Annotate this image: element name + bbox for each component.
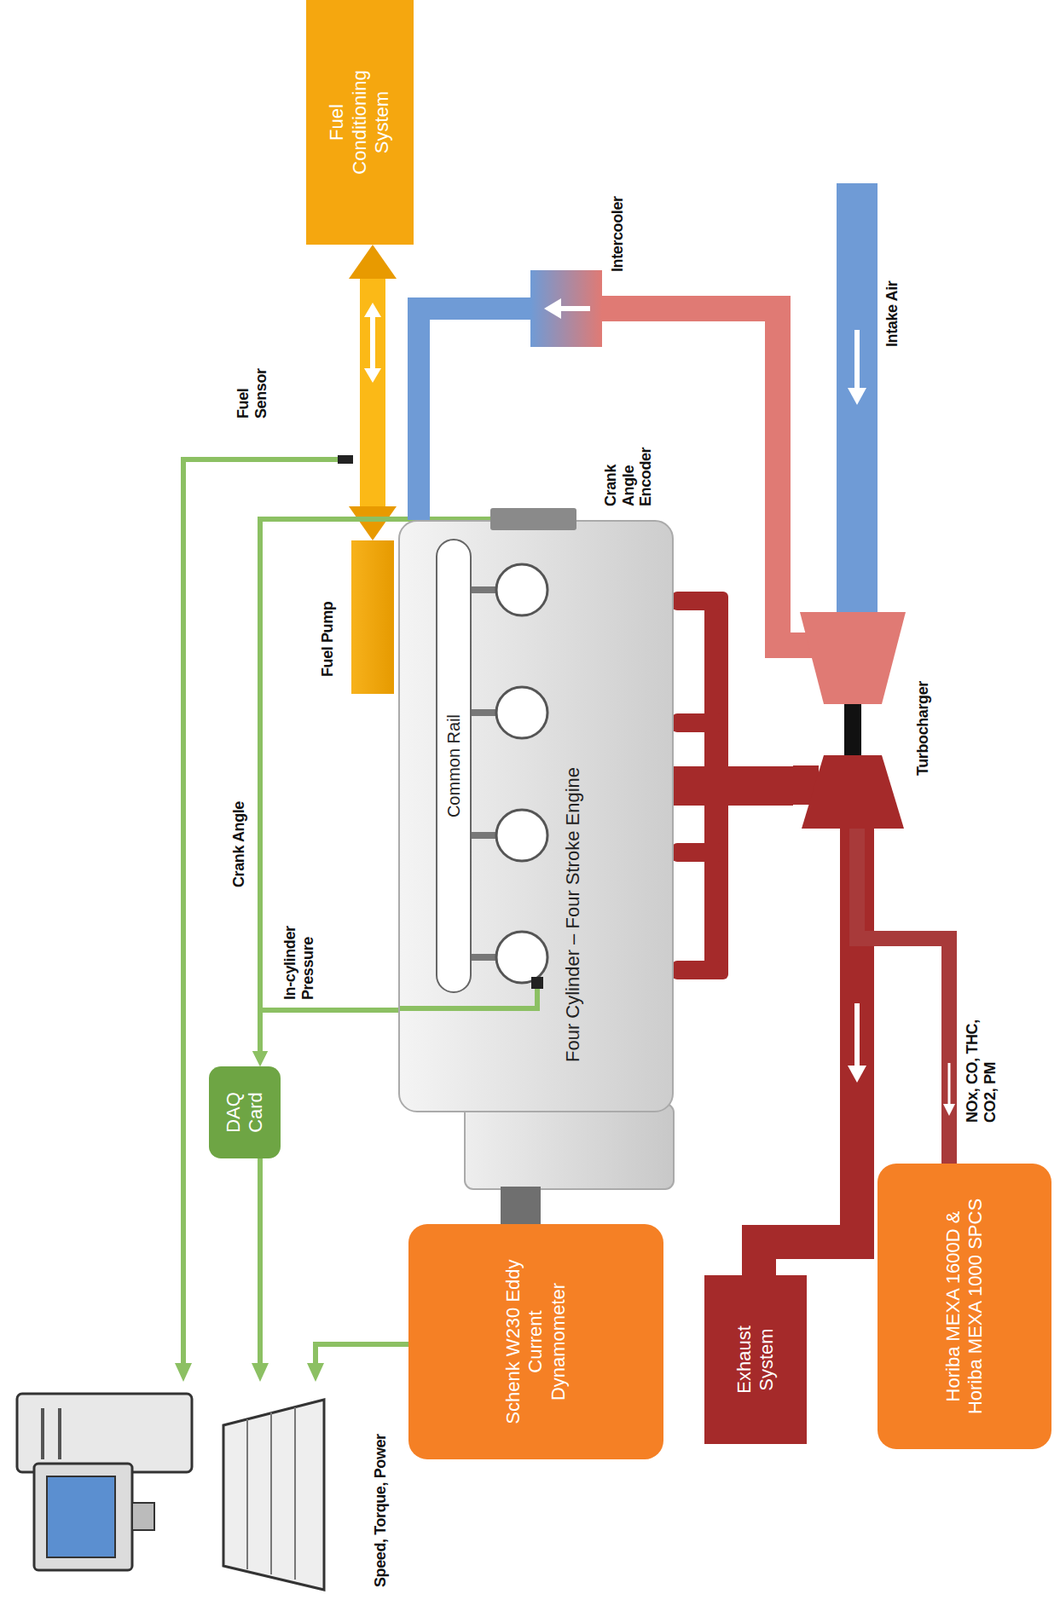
edge-label: Crank Angle [230,801,249,888]
intake-flow-arrow [854,330,860,390]
keyboard-keys [247,1407,296,1581]
daq-wire [257,1158,263,1366]
figure-part [469,954,498,962]
node-text: Four Cylinder – Four Stroke Engine [561,735,585,1095]
fuel-flow-arrow [370,317,376,369]
figure-part [469,586,498,962]
figure-part [844,704,862,756]
exhaust-system-box: Exhaust System [704,1275,807,1445]
fuel-sensor [337,455,354,464]
emission-analyser-box: Horiba MEXA 1600D & Horiba MEXA 1000 SPC… [877,1164,1052,1450]
sample-line [857,828,950,1165]
node-text: Horiba MEXA 1600D & Horiba MEXA 1000 SPC… [942,1192,988,1423]
manifold-runner [671,591,724,611]
pressure-signal [260,1010,399,1052]
arrowhead [847,388,867,406]
drive-shaft [500,1187,541,1225]
signal-wires [183,459,409,1366]
figure-part [559,306,591,312]
node-text: Schenk W230 Eddy Current Dynamometer [502,1252,570,1432]
node-text: Common Rail [443,714,464,818]
fuel-line [359,278,386,507]
node-text: Fuel Conditioning System [325,50,394,196]
turbocharger: Turbocharger [793,607,913,829]
exhaust-flow-arrow [854,1003,860,1068]
arrowhead [364,302,382,318]
arrowhead [251,1363,269,1383]
edge-label: NOx, CO, THC, CO2, PM [963,986,999,1124]
flow-label: Intake Air [883,281,902,348]
exhaust-manifold-pipe [673,766,794,806]
engine-block: Four Cylinder – Four Stroke Engine Common… [398,520,674,1113]
figure-part [496,564,548,616]
key-row [246,1419,249,1570]
arrowhead [943,1104,956,1117]
cooled-air-pipe [418,308,531,521]
node-text: Crank Angle Encoder [602,428,655,507]
signal-label: Speed, Torque, Power [371,1434,390,1588]
monitor [34,1464,133,1571]
drive-slot [40,1408,45,1460]
arrowhead [306,1363,325,1383]
key-row [294,1407,296,1581]
sensor-label: Fuel Sensor [234,341,270,419]
dynamometer-box: Schenk W230 Eddy Current Dynamometer [408,1224,664,1460]
dynamometer-wire [315,1344,409,1366]
figure-part [469,586,498,594]
figure-part [544,298,562,319]
flow-arrow-group [364,302,956,1117]
computer-icon [17,1394,325,1591]
intercooler: Intercooler [530,270,603,348]
arrowhead [847,1065,867,1084]
common-rail: Common Rail [435,538,472,994]
crank-angle-encoder: Crank Angle Encoder [490,508,577,531]
engine-bellhousing [464,1104,674,1190]
figure-part [399,983,538,1009]
sample-flow-arrow [948,1063,951,1107]
crank-angle-signal [260,519,491,1052]
exhaust-pipe [758,828,858,1276]
intake-air-pipe [836,183,878,616]
manifold-runner [671,961,724,980]
figure-part [801,755,904,829]
fuel-conditioning-box: Fuel Conditioning System [306,0,414,245]
key-row [270,1413,273,1576]
fuel-pump: Fuel Pump [351,540,394,695]
node-text: Intercooler [608,101,627,273]
turbocharger-drawing [793,607,913,829]
arrowhead [174,1363,192,1383]
monitor-screen [46,1477,116,1559]
keyboard [223,1400,325,1591]
monitor-stand [132,1503,155,1531]
daq-card: DAQ Card [208,1066,281,1159]
edge-label: In-cylinder Pressure [281,880,317,1001]
figure-part [531,977,544,990]
drive-slot [57,1408,62,1460]
figure-part [496,687,548,739]
node-text: Exhaust System [733,1296,779,1425]
manifold-runner [671,713,724,733]
figure-part [496,564,548,984]
figure-part [799,612,906,705]
figure-part [469,832,498,840]
wire-arrowheads [174,1363,325,1383]
node-text: DAQ Card [222,1074,268,1152]
node-text: Turbocharger [914,605,933,777]
manifold-runner [671,843,724,863]
figure-part [496,932,548,984]
intercooler-drawing [530,270,603,348]
node-text: Fuel Pump [318,506,337,678]
figure-part [469,709,498,717]
arrowhead [364,368,382,383]
computer-tower [17,1394,192,1473]
figure-part [496,810,548,862]
